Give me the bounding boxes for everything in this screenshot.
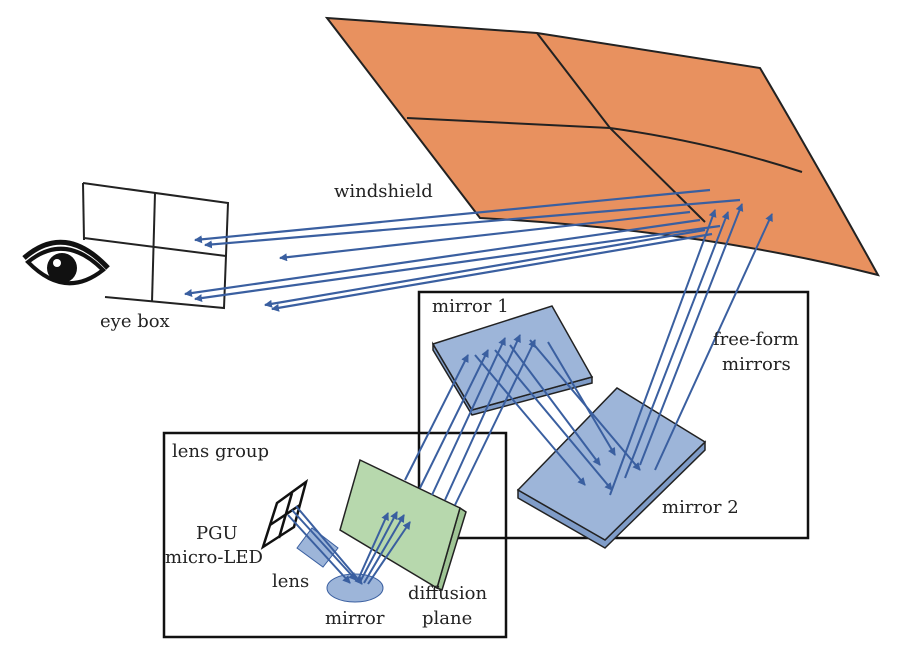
lens-group-label: lens group bbox=[172, 441, 270, 462]
eye-icon bbox=[22, 239, 110, 286]
plane-label: plane bbox=[422, 608, 473, 629]
windshield bbox=[324, 16, 880, 277]
eye-box bbox=[82, 182, 230, 310]
lens-label: lens bbox=[272, 571, 310, 592]
rays-to-windshield bbox=[609, 203, 773, 496]
rays-mirror1-to-mirror2 bbox=[474, 339, 641, 491]
micro-led-label: micro-LED bbox=[165, 547, 263, 568]
diffusion-plane bbox=[339, 458, 467, 591]
rays-to-eye bbox=[184, 188, 741, 312]
rays-diffusion-to-mirror1 bbox=[404, 334, 536, 506]
free-form-label: free-form bbox=[713, 329, 799, 350]
eye-box-label: eye box bbox=[100, 311, 170, 332]
mirror-1-label: mirror 1 bbox=[432, 296, 509, 317]
pgu-micro-led bbox=[260, 478, 309, 550]
windshield-label: windshield bbox=[334, 181, 433, 202]
rays-pgu-to-diffusion bbox=[287, 505, 411, 585]
mirror-2 bbox=[516, 387, 707, 549]
lens-group-box bbox=[162, 431, 508, 639]
mirror-label: mirror bbox=[325, 608, 385, 629]
pgu-label: PGU bbox=[196, 523, 238, 544]
diffusion-label: diffusion bbox=[408, 583, 488, 604]
mirror-2-label: mirror 2 bbox=[662, 497, 739, 518]
mirrors-label: mirrors bbox=[722, 354, 791, 375]
